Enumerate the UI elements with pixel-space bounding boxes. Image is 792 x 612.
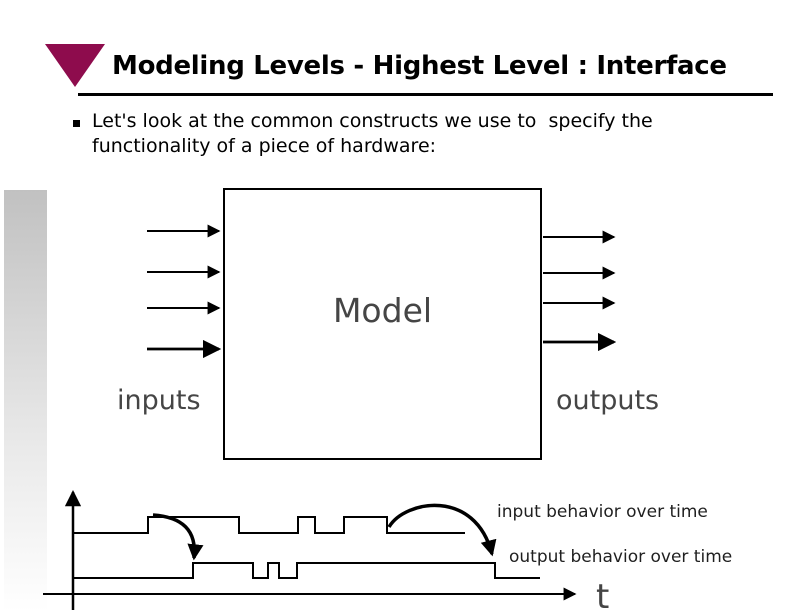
input-behavior-caption: input behavior over time <box>497 502 708 522</box>
inputs-label: inputs <box>117 385 201 416</box>
slide-title: Modeling Levels - Highest Level : Interf… <box>112 51 727 81</box>
input-waveform <box>73 516 465 534</box>
output-arrows <box>543 230 617 352</box>
bullet-text: Let's look at the common constructs we u… <box>92 110 653 157</box>
bullet-marker-icon <box>73 120 80 127</box>
output-behavior-caption: output behavior over time <box>509 547 733 567</box>
input-arrows <box>147 224 222 359</box>
time-axis-label: t <box>596 577 610 612</box>
title-underline <box>78 93 773 96</box>
output-waveform <box>73 562 540 579</box>
outputs-label: outputs <box>556 385 660 416</box>
input-to-output-arc-arrow-1 <box>152 513 204 561</box>
model-box <box>223 188 542 460</box>
input-to-output-arc-arrow-2 <box>387 503 497 557</box>
model-label: Model <box>332 291 433 330</box>
left-gradient-bar <box>4 190 47 612</box>
slide-logo-triangle-icon <box>45 44 105 87</box>
